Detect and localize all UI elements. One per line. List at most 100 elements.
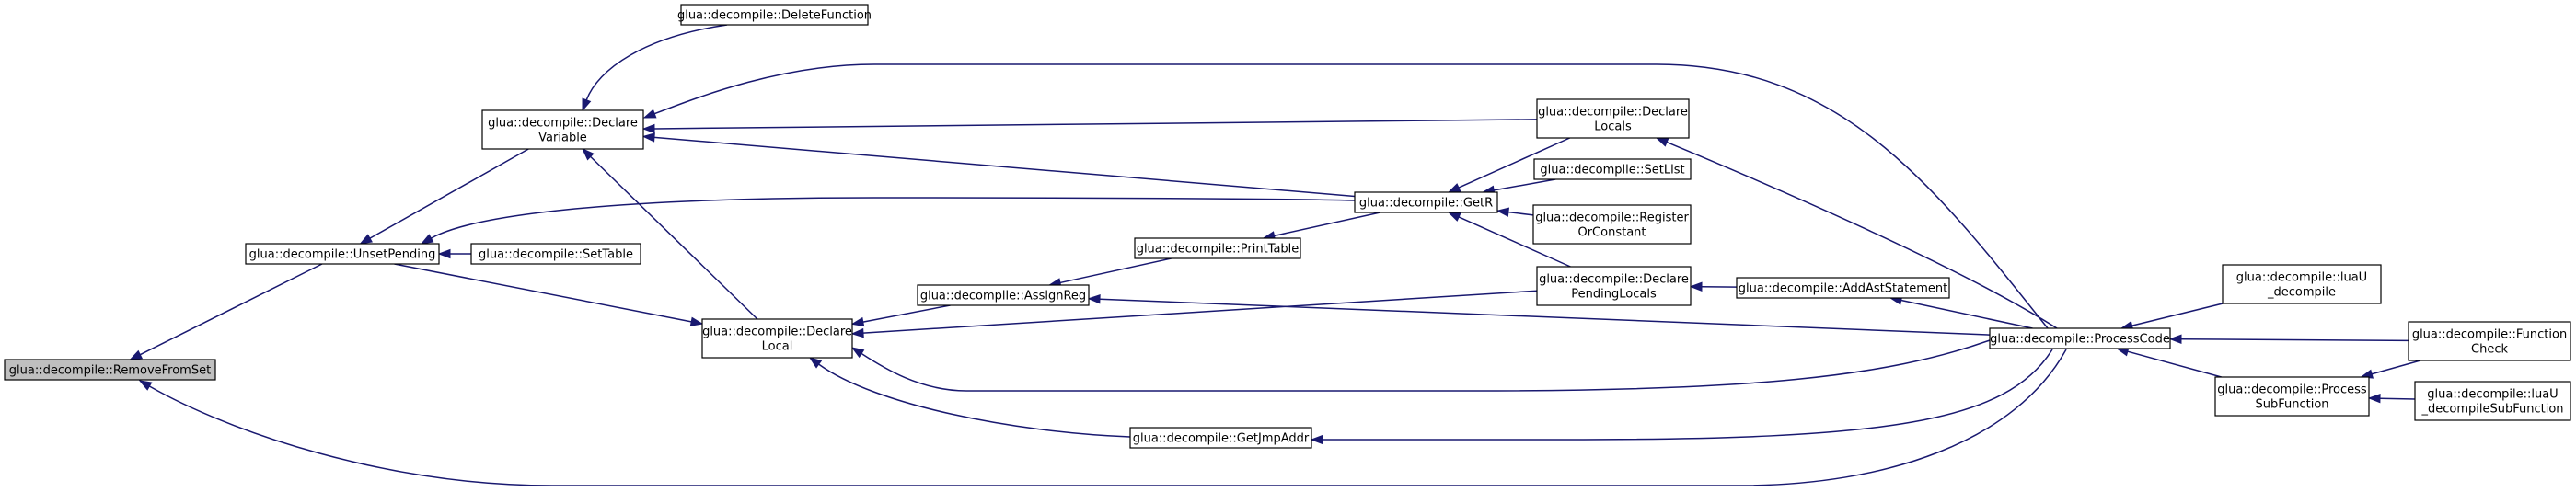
edge-processcode-to-removefromset bbox=[149, 349, 2067, 486]
node-register-or-constant-label-line-2: OrConstant bbox=[1577, 226, 1646, 240]
node-lua-u-decompile-box bbox=[2222, 264, 2382, 304]
node-print-table-label-line-1: glua::decompile::PrintTable bbox=[1137, 243, 1300, 257]
arrowhead-edge-deletefunction-to-declarevariable bbox=[582, 97, 592, 112]
node-declare-locals-label-line-1: glua::decompile::Declare bbox=[1538, 106, 1688, 120]
arrowhead-edge-processcode-to-assignreg bbox=[1087, 294, 1101, 304]
node-declare-variable-box bbox=[481, 109, 644, 150]
node-lua-u-decompile-sub-function[interactable]: glua::decompile::luaU_decompileSubFuncti… bbox=[2414, 381, 2571, 421]
node-unset-pending-label-line-1: glua::decompile::UnsetPending bbox=[249, 248, 436, 262]
nodes-layer: glua::decompile::RemoveFromSetglua::deco… bbox=[4, 4, 2571, 449]
edge-getjmpaddr-to-declarelocal bbox=[818, 363, 1131, 438]
node-assign-reg[interactable]: glua::decompile::AssignReg bbox=[917, 284, 1090, 306]
edge-functioncheck-to-processsubfunction bbox=[2371, 360, 2421, 375]
node-set-table-box bbox=[470, 243, 641, 265]
node-function-check-label-line-2: Check bbox=[2471, 343, 2508, 357]
node-set-table-label-line-1: glua::decompile::SetTable bbox=[479, 248, 633, 262]
edge-getr-to-unsetpending bbox=[431, 197, 1356, 239]
node-assign-reg-label-line-1: glua::decompile::AssignReg bbox=[920, 290, 1086, 303]
node-delete-function[interactable]: glua::decompile::DeleteFunction bbox=[677, 4, 872, 26]
edge-luau-decompilesubfunction-to-processsubfunction bbox=[2379, 397, 2416, 400]
node-unset-pending[interactable]: glua::decompile::UnsetPending bbox=[245, 243, 440, 265]
node-get-r-box bbox=[1354, 191, 1498, 213]
node-process-code-box bbox=[1989, 327, 2171, 349]
node-set-list-box bbox=[1533, 158, 1692, 180]
arrowhead-edge-getr-to-unsetpending bbox=[420, 234, 434, 245]
arrowhead-edge-registerorconstant-to-getr bbox=[1496, 207, 1510, 217]
node-declare-local-label-line-2: Local bbox=[762, 340, 793, 354]
edge-declarependinglocals-to-getr bbox=[1458, 216, 1571, 268]
node-process-code[interactable]: glua::decompile::ProcessCode bbox=[1989, 327, 2171, 349]
node-delete-function-box bbox=[680, 4, 869, 26]
node-remove-from-set[interactable]: glua::decompile::RemoveFromSet bbox=[4, 359, 216, 381]
node-unset-pending-box bbox=[245, 243, 440, 265]
arrowhead-edge-addaststatement-to-declarependinglocals bbox=[1689, 281, 1703, 292]
node-lua-u-decompile-sub-function-label-line-1: glua::decompile::luaU bbox=[2427, 388, 2558, 402]
edge-declarelocals-to-declarevariable bbox=[653, 119, 1538, 130]
arrowhead-edge-declarelocal-to-declarevariable bbox=[582, 148, 595, 161]
edge-declarependinglocals-to-declarelocal bbox=[862, 290, 1538, 334]
node-lua-u-decompile-label-line-2: _decompile bbox=[2267, 286, 2336, 300]
arrowhead-edge-functioncheck-to-processcode bbox=[2168, 334, 2182, 344]
node-get-r-label-line-1: glua::decompile::GetR bbox=[1359, 197, 1493, 211]
edge-luau-decompile-to-processcode bbox=[2131, 303, 2224, 326]
arrowhead-edge-getjmpaddr-to-declarelocal bbox=[808, 357, 823, 369]
node-delete-function-label-line-1: glua::decompile::DeleteFunction bbox=[677, 9, 872, 23]
node-function-check-label-line-1: glua::decompile::Function bbox=[2412, 328, 2567, 342]
edge-processcode-to-addaststatement bbox=[1900, 299, 2033, 329]
arrowhead-edge-luau-decompilesubfunction-to-processsubfunction bbox=[2367, 393, 2381, 404]
arrowhead-edge-unsetpending-to-removefromset bbox=[129, 349, 144, 360]
node-assign-reg-box bbox=[917, 284, 1090, 306]
arrowhead-edge-processcode-to-declarelocals bbox=[1655, 137, 1669, 147]
node-set-table[interactable]: glua::decompile::SetTable bbox=[470, 243, 641, 265]
node-lua-u-decompile[interactable]: glua::decompile::luaU_decompile bbox=[2222, 264, 2382, 304]
node-get-r[interactable]: glua::decompile::GetR bbox=[1354, 191, 1498, 213]
arrowhead-edge-declarependinglocals-to-getr bbox=[1447, 212, 1461, 222]
edge-printtable-to-assignreg bbox=[1059, 257, 1172, 284]
node-print-table[interactable]: glua::decompile::PrintTable bbox=[1134, 237, 1301, 259]
node-declare-pending-locals-box bbox=[1536, 266, 1692, 306]
arrowhead-edge-declarevariable-to-unsetpending bbox=[359, 234, 373, 245]
node-add-ast-statement-label-line-1: glua::decompile::AddAstStatement bbox=[1739, 282, 1947, 296]
node-set-list[interactable]: glua::decompile::SetList bbox=[1533, 158, 1692, 180]
edge-processcode-to-declarelocals bbox=[1666, 141, 2058, 329]
arrowhead-edge-declarelocals-to-declarevariable bbox=[641, 123, 655, 134]
edge-processcode-to-getjmpaddr bbox=[1323, 349, 2053, 441]
edge-getr-to-printtable bbox=[1274, 212, 1380, 237]
edge-setlist-to-getr bbox=[1494, 178, 1556, 191]
node-declare-locals-label-line-2: Locals bbox=[1594, 120, 1632, 134]
node-register-or-constant-box bbox=[1532, 204, 1692, 245]
node-get-jmp-addr-box bbox=[1129, 427, 1312, 449]
node-get-jmp-addr[interactable]: glua::decompile::GetJmpAddr bbox=[1129, 427, 1312, 449]
node-process-code-label-line-1: glua::decompile::ProcessCode bbox=[1990, 333, 2170, 347]
edges-layer bbox=[129, 24, 2421, 486]
edge-functioncheck-to-processcode bbox=[2180, 338, 2409, 342]
node-declare-local-box bbox=[701, 318, 853, 359]
node-add-ast-statement-box bbox=[1736, 277, 1950, 299]
edge-assignreg-to-declarelocal bbox=[862, 304, 951, 323]
arrowhead-edge-getr-to-declarevariable bbox=[641, 132, 655, 143]
edge-declarevariable-to-unsetpending bbox=[369, 148, 529, 239]
node-lua-u-decompile-sub-function-box bbox=[2414, 381, 2571, 421]
node-get-jmp-addr-label-line-1: glua::decompile::GetJmpAddr bbox=[1133, 432, 1310, 446]
node-lua-u-decompile-sub-function-label-line-2: _decompileSubFunction bbox=[2420, 403, 2563, 417]
node-declare-variable-label-line-2: Variable bbox=[538, 132, 587, 145]
arrowhead-edge-declarelocals-to-getr bbox=[1447, 183, 1461, 193]
node-declare-local-label-line-1: glua::decompile::Declare bbox=[702, 326, 852, 339]
arrowhead-edge-settable-to-unsetpending bbox=[437, 248, 451, 259]
edge-deletefunction-to-declarevariable bbox=[585, 24, 728, 101]
arrowhead-edge-assignreg-to-declarelocal bbox=[850, 316, 865, 327]
edge-unsetpending-to-declarelocal bbox=[394, 263, 692, 323]
node-add-ast-statement[interactable]: glua::decompile::AddAstStatement bbox=[1736, 277, 1950, 299]
node-process-sub-function-label-line-2: SubFunction bbox=[2255, 398, 2328, 412]
node-declare-locals-box bbox=[1536, 98, 1690, 139]
arrowhead-edge-declarependinglocals-to-declarelocal bbox=[850, 327, 864, 338]
arrowhead-edge-processcode-to-declarevariable bbox=[642, 109, 657, 119]
